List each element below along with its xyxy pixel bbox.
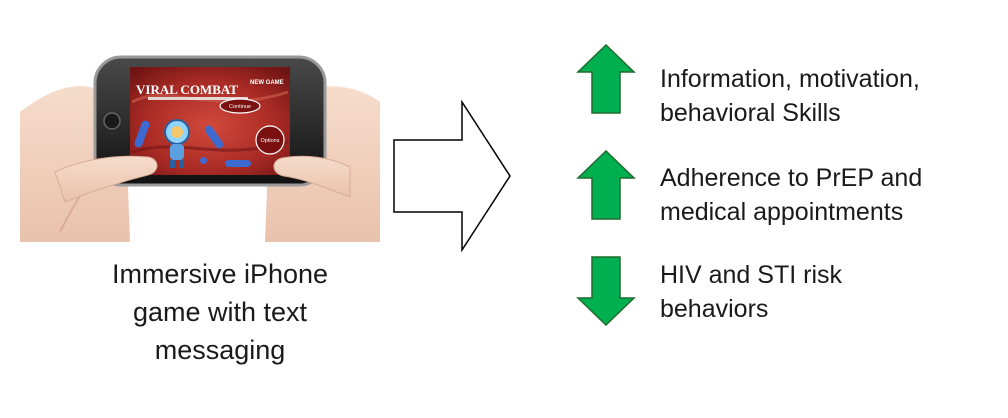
caption-line: messaging: [154, 335, 286, 365]
pill-icon: [200, 157, 207, 164]
outcome-line: Information, motivation,: [660, 65, 920, 93]
caption-line: Immersive iPhone: [111, 259, 329, 289]
outcome-line: medical appointments: [660, 198, 904, 226]
continue-label: Continue: [229, 104, 251, 110]
outcome-line: HIV and STI risk: [660, 261, 842, 289]
outcome-line: Adherence to PrEP and: [660, 164, 923, 192]
leads-to-arrow-icon: [392, 99, 512, 253]
phone-hands-image: VIRAL COMBAT NEW GAME Continue Options: [20, 55, 380, 242]
outcome-information-motivation: Information, motivation, behavioral Skil…: [660, 62, 990, 130]
decrease-arrow-icon: [576, 256, 636, 327]
pill-icon: [134, 120, 150, 148]
continue-button: [219, 98, 261, 114]
new-game-label: NEW GAME: [250, 80, 284, 86]
outcome-adherence: Adherence to PrEP and medical appointmen…: [660, 161, 990, 229]
options-label: Options: [261, 138, 280, 144]
outcome-line: behavioral Skills: [660, 99, 841, 127]
increase-arrow-icon: [576, 43, 636, 114]
outcome-risk-behaviors: HIV and STI risk behaviors: [660, 258, 990, 326]
pill-icon: [204, 125, 224, 149]
iphone-game-illustration: VIRAL COMBAT NEW GAME Continue Options: [20, 42, 380, 242]
options-button: [255, 125, 285, 155]
pill-icon: [225, 160, 251, 167]
caption-line: game with text: [132, 297, 308, 327]
game-title: VIRAL COMBAT: [136, 82, 238, 97]
increase-arrow-icon: [576, 149, 636, 220]
game-caption: Immersive iPhone game with text messagin…: [60, 255, 380, 369]
home-button-icon: [103, 112, 121, 130]
outcome-line: behaviors: [660, 295, 769, 323]
